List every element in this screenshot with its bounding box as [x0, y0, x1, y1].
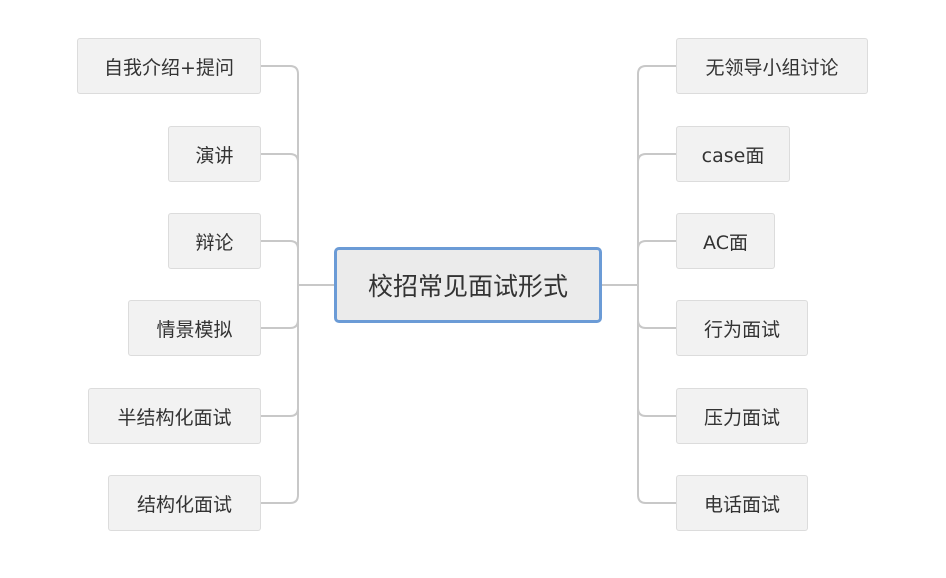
- connector-left-1: [261, 65, 299, 285]
- connector-left-2: [261, 153, 299, 163]
- connector-right-4: [637, 319, 676, 329]
- connector-right-5: [637, 407, 676, 417]
- connector-left-4: [261, 319, 299, 329]
- connector-left-5: [261, 407, 299, 417]
- topic-right-6[interactable]: 电话面试: [676, 475, 808, 531]
- topic-left-1[interactable]: 自我介绍+提问: [77, 38, 261, 94]
- topic-right-4[interactable]: 行为面试: [676, 300, 808, 356]
- root-topic[interactable]: 校招常见面试形式: [334, 247, 602, 323]
- topic-right-1[interactable]: 无领导小组讨论: [676, 38, 868, 94]
- topic-left-3[interactable]: 辩论: [168, 213, 261, 269]
- topic-left-6[interactable]: 结构化面试: [108, 475, 261, 531]
- connector-right-6: [637, 285, 676, 504]
- connector-left-6: [261, 285, 299, 504]
- connector-right-2: [637, 153, 676, 163]
- connector-right-1: [637, 65, 676, 285]
- topic-left-5[interactable]: 半结构化面试: [88, 388, 261, 444]
- topic-left-4[interactable]: 情景模拟: [128, 300, 261, 356]
- connector-right-3: [637, 240, 676, 250]
- topic-right-3[interactable]: AC面: [676, 213, 775, 269]
- connector-left-3: [261, 240, 299, 250]
- topic-right-2[interactable]: case面: [676, 126, 790, 182]
- topic-left-2[interactable]: 演讲: [168, 126, 261, 182]
- topic-right-5[interactable]: 压力面试: [676, 388, 808, 444]
